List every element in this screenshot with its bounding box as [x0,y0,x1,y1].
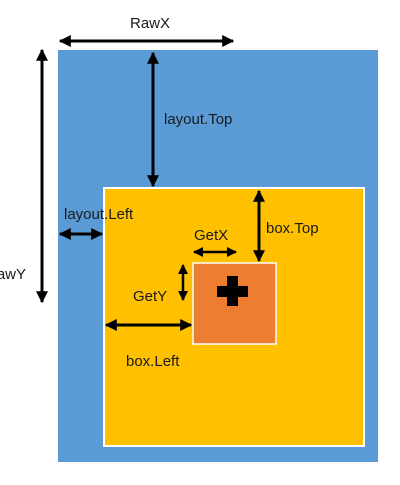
layout-top-label: layout.Top [164,111,232,128]
raw-y-label: RawY [0,266,26,283]
box-top-label: box.Top [266,220,319,237]
raw-x-label: RawX [130,15,170,32]
layout-left-label: layout.Left [64,206,134,223]
get-y-label: GetY [133,288,167,305]
plus-cross-icon [217,276,248,306]
box-left-label: box.Left [126,353,180,370]
get-x-label: GetX [194,227,228,244]
